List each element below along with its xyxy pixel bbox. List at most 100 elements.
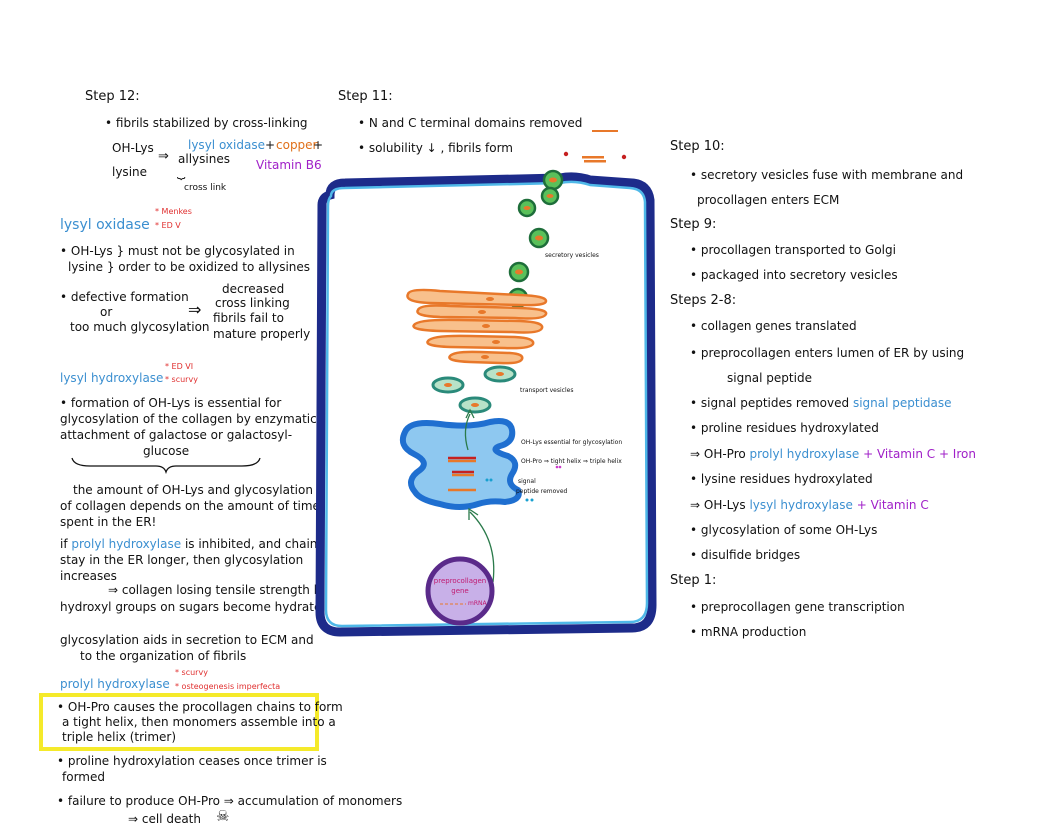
text-line: • formation of OH-Lys is essential for <box>60 396 282 410</box>
disease-note: * ED VI <box>165 362 194 371</box>
disease-note: * Menkes <box>155 207 192 216</box>
lysine-label: lysine <box>112 165 148 179</box>
text-line: if prolyl hydroxylase is inhibited, and … <box>60 537 324 551</box>
text-line: glycosylation of the collagen by enzymat… <box>60 412 317 426</box>
endoplasmic-reticulum <box>399 418 522 510</box>
step1-bullet: • mRNA production <box>690 625 807 639</box>
nucleus-label: preprocollagen <box>433 577 487 585</box>
prolyl-hydroxylase-title: prolyl hydroxylase <box>60 677 170 691</box>
steps2-8-bullet: • collagen genes translated <box>690 319 857 333</box>
copper-cofactor: copper <box>276 138 318 152</box>
plus-sign: + <box>265 138 276 152</box>
lysyl-oxidase-bullet: • OH-Lys } must not be glycosylated in <box>60 244 295 258</box>
text-line: the amount of OH-Lys and glycosylation <box>73 483 313 497</box>
steps2-8-bullet: • disulfide bridges <box>690 548 801 562</box>
text-line: glucose <box>143 444 190 458</box>
text-line: • proline hydroxylation ceases once trim… <box>57 754 327 768</box>
text-line: hydroxyl groups on sugars become hydrate… <box>60 600 329 614</box>
cofactors: + Vitamin C + Iron <box>863 447 976 461</box>
steps2-8-bullet: ⇒ OH-Lys lysyl hydroxylase + Vitamin C <box>690 498 929 512</box>
steps2-8-bullet: • preprocollagen enters lumen of ER by u… <box>690 346 965 360</box>
text-line: ⇒ collagen losing tensile strength b/c <box>108 583 332 597</box>
step11-bullet: • N and C terminal domains removed <box>358 116 583 130</box>
consequence: decreased <box>222 282 285 296</box>
text-line: ⇒ cell death <box>128 812 201 826</box>
step10-bullet: procollagen enters ECM <box>697 193 840 207</box>
signal-peptidase-enzyme: signal peptidase <box>852 396 952 410</box>
ohlys-label: OH-Lys <box>112 141 154 155</box>
prolyl-hydroxylase-enzyme: prolyl hydroxylase <box>749 447 860 461</box>
text-line: • failure to produce OH-Pro ⇒ accumulati… <box>57 794 403 808</box>
too-much-glycosylation: too much glycosylation <box>70 320 210 334</box>
text-line: formed <box>62 770 105 784</box>
text-line: of collagen depends on the amount of tim… <box>60 499 320 513</box>
lysyl-oxidase-title: lysyl oxidase <box>60 217 150 233</box>
step10-bullet: • secretory vesicles fuse with membrane … <box>690 168 964 182</box>
text-fragment: ⇒ OH-Lys <box>690 498 746 512</box>
nucleus <box>425 556 495 626</box>
defective-formation: • defective formation <box>60 290 189 304</box>
prolyl-hydroxylase-enzyme: prolyl hydroxylase <box>71 537 182 551</box>
lysyl-hydroxylase-enzyme: lysyl hydroxylase <box>749 498 853 512</box>
step11-heading: Step 11: <box>338 89 393 104</box>
arrow-icon: ⇒ <box>188 300 202 319</box>
er-label: signal <box>518 478 536 485</box>
disease-note: * scurvy <box>175 668 208 677</box>
er-label: peptide removed <box>516 488 568 495</box>
step9-heading: Step 9: <box>670 217 717 232</box>
er-label: OH-Pro ⇒ tight helix ⇒ triple helix <box>521 458 622 465</box>
text-line: stay in the ER longer, then glycosylatio… <box>60 553 304 567</box>
step1-heading: Step 1: <box>670 573 717 588</box>
skull-icon: ☠ <box>216 807 230 825</box>
disease-note: * ED V <box>155 221 181 230</box>
steps2-8-bullet: • signal peptides removed signal peptida… <box>690 396 952 410</box>
brace-icon: ⏟ <box>177 164 185 180</box>
text-line: spent in the ER! <box>60 515 157 529</box>
step1-bullet: • preprocollagen gene transcription <box>690 600 905 614</box>
text-fragment: • signal peptides removed <box>690 396 850 410</box>
steps2-8-bullet: ⇒ OH-Pro prolyl hydroxylase + Vitamin C … <box>690 447 976 461</box>
vitamin-b6-cofactor: Vitamin B6 <box>256 158 322 172</box>
consequence: fibrils fail to <box>213 311 284 325</box>
text-line: increases <box>60 569 117 583</box>
fibril-icon <box>563 130 627 163</box>
cofactors: + Vitamin C <box>856 498 929 512</box>
text-line: • OH-Pro causes the procollagen chains t… <box>57 700 343 714</box>
text-fragment: if <box>60 537 68 551</box>
steps2-8-bullet: • glycosylation of some OH-Lys <box>690 523 878 537</box>
step9-bullet: • procollagen transported to Golgi <box>690 243 896 257</box>
step9-bullet: • packaged into secretory vesicles <box>690 268 898 282</box>
text-fragment: is inhibited, and chains <box>184 537 324 551</box>
steps2-8-bullet: signal peptide <box>727 371 812 385</box>
steps2-8-bullet: • lysine residues hydroxylated <box>690 472 873 486</box>
nucleus-label: gene <box>451 587 469 595</box>
er-label: OH-Lys essential for glycosylation <box>521 439 623 446</box>
text-line: triple helix (trimer) <box>62 730 177 744</box>
transport-vesicles <box>431 365 517 414</box>
text-line: to the organization of fibrils <box>80 649 247 663</box>
lysyl-oxidase-bullet: lysine } order to be oxidized to allysin… <box>68 260 311 274</box>
plus-sign: + <box>313 138 324 152</box>
steps2-8-heading: Steps 2-8: <box>670 293 737 308</box>
step10-heading: Step 10: <box>670 139 725 154</box>
text-line: attachment of galactose or galactosyl- <box>60 428 293 442</box>
or-label: or <box>100 305 113 319</box>
brace-icon <box>71 457 261 474</box>
text-line: a tight helix, then monomers assemble in… <box>62 715 336 729</box>
mrna-label: mRNA <box>468 600 487 607</box>
disease-note: * osteogenesis imperfecta <box>175 682 281 691</box>
step12-bullet: • fibrils stabilized by cross-linking <box>105 116 308 130</box>
arrow-icon: ⇒ <box>158 149 169 164</box>
consequence: mature properly <box>213 327 311 341</box>
highlight-box <box>39 693 319 751</box>
steps2-8-bullet: • proline residues hydroxylated <box>690 421 879 435</box>
step11-bullet: • solubility ↓ , fibrils form <box>358 141 513 155</box>
lysyl-oxidase-enzyme: lysyl oxidase <box>188 138 265 152</box>
disease-note: * scurvy <box>165 375 198 384</box>
text-line: glycosylation aids in secretion to ECM a… <box>60 633 314 647</box>
cross-link-label: cross link <box>184 183 227 193</box>
consequence: cross linking <box>215 296 290 310</box>
lysyl-hydroxylase-title: lysyl hydroxylase <box>60 371 164 385</box>
secretory-vesicles-label: secretory vesicles <box>545 252 599 259</box>
text-fragment: ⇒ OH-Pro <box>690 447 746 461</box>
